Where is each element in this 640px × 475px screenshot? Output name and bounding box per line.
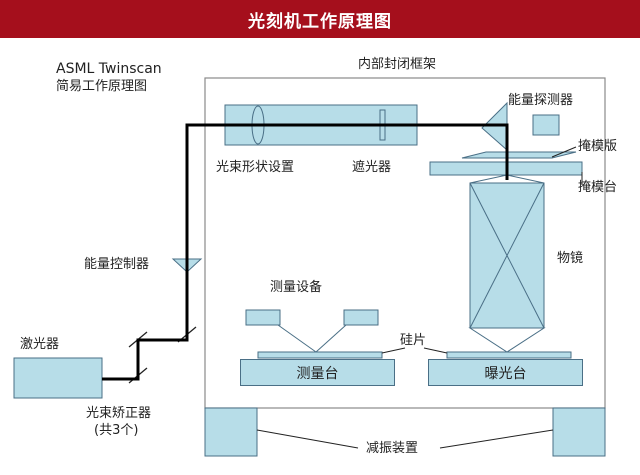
beam-corrector-label-1: 光束矫正器 [86,406,152,421]
pointer-wafer-l [381,347,406,354]
subtitle-line-1: ASML Twinscan [56,61,162,77]
laser-label: 激光器 [20,337,60,352]
subtitle-line-2: 简易工作原理图 [56,79,148,94]
frame-label: 内部封闭框架 [358,57,437,72]
exposure-stage: 曝光台 [428,359,583,386]
diagram-title: 光刻机工作原理图 [248,11,392,32]
measure-ray-left [277,324,317,353]
mask-label: 掩模版 [578,139,618,154]
mask-stage-label: 掩模台 [578,180,618,195]
measure-sensor-left [245,309,281,326]
wafer-measure [257,351,383,359]
exposure-stage-label: 曝光台 [484,365,527,382]
title-banner: 光刻机工作原理图 [0,0,640,38]
energy-detector-box [532,114,560,136]
beam-shaper-label: 光束形状设置 [216,160,295,175]
measure-ray-right [315,324,347,353]
measure-stage: 测量台 [240,359,395,386]
beam-path [102,123,509,381]
pointer-damp-l [256,429,359,449]
objective-bottom-cone [468,327,546,353]
energy-detector-label: 能量探测器 [508,93,574,108]
shutter-label: 遮光器 [352,160,392,175]
pointer-mask [551,146,577,158]
damping-label: 减振装置 [366,441,419,456]
wafer-exposure [446,351,572,359]
pointer-damp-r [439,429,554,449]
mask-plate [461,151,577,159]
damping-foot-left [204,407,258,457]
laser-box [13,357,103,399]
wafer-label: 硅片 [400,333,427,348]
measure-equipment-label: 测量设备 [270,280,323,295]
energy-controller-label: 能量控制器 [84,257,150,272]
objective-label: 物镜 [557,251,584,266]
measure-stage-label: 测量台 [296,365,339,382]
internal-frame [204,77,606,409]
beam-corrector-label-2: (共3个) [94,423,139,438]
pointer-wafer-r [423,347,448,354]
measure-sensor-right [343,309,379,326]
damping-foot-right [552,407,606,457]
objective-cross-b [469,182,545,329]
